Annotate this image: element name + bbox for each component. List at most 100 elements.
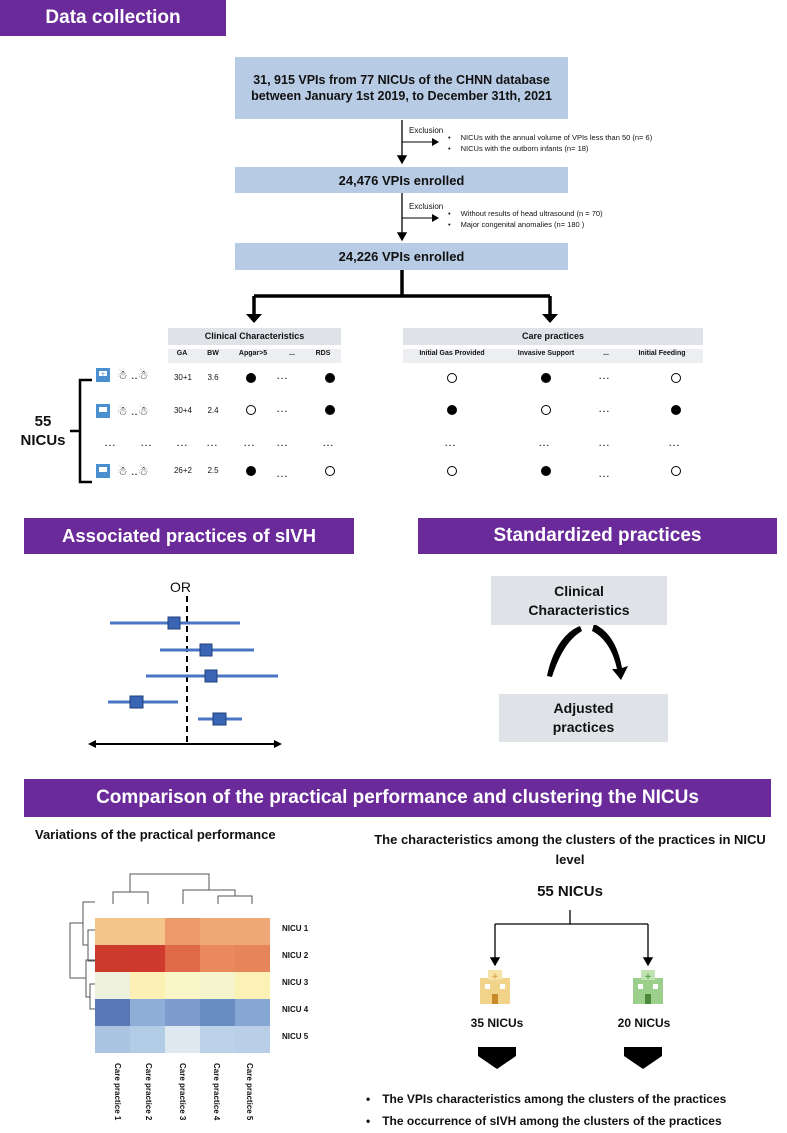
row2-apgar-dot [246, 405, 256, 415]
curved-arrow-right [592, 624, 628, 680]
heatmap-cell [165, 972, 200, 999]
col-apgar: Apgar>5 [238, 350, 268, 357]
col-clinical-more: ... [289, 350, 295, 357]
col-initial-gas: Initial Gas Provided [419, 350, 485, 357]
row1-care-dot [447, 373, 457, 383]
heatmap-row-labels: NICU 1 NICU 2 NICU 3 NICU 4 NICU 5 [282, 924, 308, 1059]
heatmap-cell [200, 972, 235, 999]
cluster-tree: + + [478, 910, 663, 1069]
standardized-practices-banner: Standardized practices [418, 518, 777, 554]
clinical-characteristics-box: Clinical Characteristics [491, 576, 667, 625]
heatmap-cell [165, 999, 200, 1026]
heatmap-cell [130, 972, 165, 999]
row2-rds-dot [325, 405, 335, 415]
ellipsis: … [140, 435, 152, 449]
exclusion-list-2: Without results of head ultrasound (n = … [448, 208, 603, 230]
curved-arrow-left [547, 626, 582, 677]
ellipsis: … [538, 435, 550, 449]
heatmap-row-label: NICU 3 [282, 978, 309, 987]
col-care-more: ... [603, 350, 609, 357]
row1-clin-ellipsis: … [276, 368, 288, 382]
heatmap-cell [130, 945, 165, 972]
heatmap-col-label: Care practice 1 [113, 1063, 122, 1121]
row3-apgar-dot [246, 466, 256, 476]
cluster-right-count: 20 NICUs [617, 1016, 671, 1030]
row2-clin-ellipsis: … [276, 401, 288, 415]
row2-bw: 2.4 [207, 406, 219, 415]
nicus-bracket [70, 378, 92, 484]
svg-text:+: + [491, 972, 499, 982]
row1-bw: 3.6 [207, 373, 219, 382]
row3-care-ellipsis: … [598, 466, 610, 480]
heatmap-cell [200, 945, 235, 972]
ellipsis: … [668, 435, 680, 449]
svg-text:+: + [100, 371, 105, 378]
care-col-header-bg [403, 349, 703, 363]
heatmap-cell [200, 918, 235, 945]
row1-apgar-dot [246, 373, 256, 383]
heatmap-cell [235, 945, 270, 972]
clusters-bullet: •The VPIs characteristics among the clus… [366, 1092, 727, 1106]
col-initial-feeding: Initial Feeding [638, 350, 686, 357]
exclusion-item: NICUs with the annual volume of VPIs les… [448, 132, 653, 143]
heatmap-cell [95, 972, 130, 999]
row3-ga: 26+2 [173, 466, 193, 475]
heatmap-cell [165, 945, 200, 972]
clusters-total: 55 NICUs [537, 883, 603, 900]
row1-care-dot [541, 373, 551, 383]
heatmap-cell [235, 999, 270, 1026]
heatmap-cell [165, 1026, 200, 1053]
heatmap-row-label: NICU 4 [282, 1005, 309, 1014]
row3-care-dot [541, 466, 551, 476]
heatmap-title: Variations of the practical performance [35, 827, 276, 842]
heatmap-col-label: Care practice 2 [144, 1063, 153, 1121]
heatmap-cell [235, 918, 270, 945]
associated-practices-banner: Associated practices of sIVH [24, 518, 354, 554]
heatmap-grid [95, 918, 270, 1053]
ellipsis: … [176, 435, 188, 449]
row1-care-dot [671, 373, 681, 383]
exclusion-label-2: Exclusion [409, 202, 444, 211]
heatmap-cell [95, 918, 130, 945]
clinical-characteristics-header: Clinical Characteristics [168, 328, 341, 345]
heatmap-cell [95, 1026, 130, 1053]
svg-text:+: + [644, 972, 652, 982]
heatmap-cell [95, 999, 130, 1026]
ellipsis: … [322, 435, 334, 449]
heatmap-cell [200, 999, 235, 1026]
forest-plot [88, 596, 282, 748]
cluster-left-count: 35 NICUs [470, 1016, 524, 1030]
col-ga: GA [176, 350, 188, 357]
ellipsis: … [598, 435, 610, 449]
ellipsis: … [206, 435, 218, 449]
exclusion-list-1: NICUs with the annual volume of VPIs les… [448, 132, 653, 154]
nicus-count-label: 55 NICUs [20, 413, 66, 449]
ellipsis: … [276, 435, 288, 449]
row1-care-ellipsis: … [598, 368, 610, 382]
heatmap-cell [200, 1026, 235, 1053]
care-practices-header: Care practices [403, 328, 703, 345]
heatmap-row-label: NICU 5 [282, 1032, 309, 1041]
heatmap-cell [130, 999, 165, 1026]
col-rds: RDS [315, 350, 331, 357]
row3-bw: 2.5 [207, 466, 219, 475]
ellipsis: … [243, 435, 255, 449]
heatmap-cell [95, 945, 130, 972]
row2-care-dot [447, 405, 457, 415]
ellipsis: … [104, 435, 116, 449]
heatmap-cell [165, 918, 200, 945]
adjusted-practices-box: Adjusted practices [499, 694, 668, 742]
flow-box-enrolled-2: 24,226 VPIs enrolled [235, 243, 568, 270]
row1-ga: 30+1 [173, 373, 193, 382]
row3-clin-ellipsis: … [276, 466, 288, 480]
col-bw: BW [207, 350, 219, 357]
flow-box-enrolled-1: 24,476 VPIs enrolled [235, 167, 568, 193]
row1-rds-dot [325, 373, 335, 383]
baby-icons-row-2: ☃ ..☃ [117, 404, 149, 418]
row2-care-dot [541, 405, 551, 415]
row-icons: + [96, 368, 110, 478]
row3-care-dot [447, 466, 457, 476]
clusters-bullets: •The VPIs characteristics among the clus… [366, 1088, 726, 1132]
heatmap-row-label: NICU 2 [282, 951, 309, 960]
